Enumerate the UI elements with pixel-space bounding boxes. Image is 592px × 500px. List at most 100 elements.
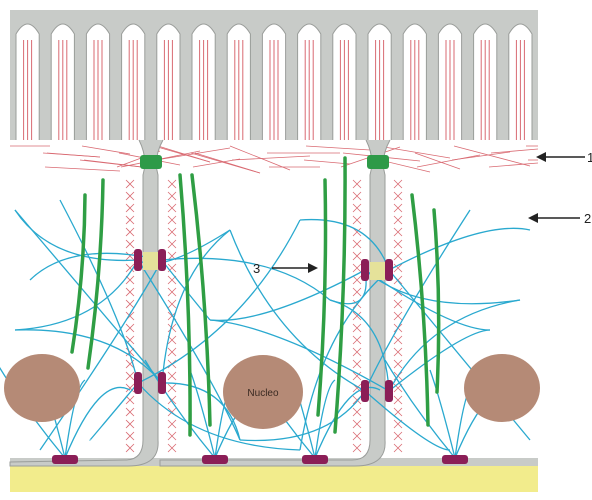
adherens-zone-right (370, 262, 385, 280)
lateral-actin-fiber (353, 264, 361, 272)
lateral-actin-fiber (394, 312, 402, 320)
lateral-actin-fiber (353, 420, 361, 428)
desmosome-left-2a (134, 372, 142, 394)
lateral-actin-fiber (126, 420, 134, 428)
lateral-actin-fiber (353, 276, 361, 284)
lateral-actin-fiber (353, 444, 361, 452)
desmosome-left-2b (158, 372, 166, 394)
lateral-actin-fiber (394, 240, 402, 248)
arrow-3-icon (308, 263, 318, 273)
adherens-zone-left (143, 252, 158, 270)
desmosome-right-1b (385, 259, 393, 281)
lateral-actin-fiber (353, 216, 361, 224)
lateral-actin-fiber (168, 444, 176, 452)
intermediate-filament (162, 230, 230, 383)
lateral-actin-fiber (168, 288, 176, 296)
lateral-actin-fiber (126, 408, 134, 416)
lateral-actin-fiber (168, 192, 176, 200)
lateral-actin-fiber (394, 348, 402, 356)
lateral-actin-fiber (353, 408, 361, 416)
nucleus-label: Nucleo (247, 388, 279, 399)
lateral-actin-fiber (126, 324, 134, 332)
lateral-actin-fiber (353, 180, 361, 188)
lateral-actin-fiber (394, 408, 402, 416)
lateral-actin-fiber (168, 432, 176, 440)
lateral-actin-fiber (353, 336, 361, 344)
label-2: 2 (584, 211, 591, 226)
lateral-actin-fiber (394, 252, 402, 260)
lateral-actin-fiber (394, 192, 402, 200)
lateral-actin-fiber (168, 348, 176, 356)
lateral-actin-fiber (353, 348, 361, 356)
lateral-actin-fiber (394, 180, 402, 188)
tight-junction-left (140, 155, 162, 169)
desmosome-left-1b (158, 249, 166, 271)
lateral-actin-fiber (353, 360, 361, 368)
lateral-membranes (10, 140, 390, 466)
intermediate-filament (315, 380, 335, 458)
lateral-actin-fiber (394, 204, 402, 212)
lateral-actin-fiber (394, 336, 402, 344)
label-1: 1 (587, 150, 592, 165)
lateral-actin-fiber (168, 240, 176, 248)
lateral-actin-fiber (394, 228, 402, 236)
lateral-actin-fiber (168, 264, 176, 272)
lateral-actin-fiber (168, 384, 176, 392)
lateral-actin-fiber (168, 204, 176, 212)
lateral-actin-fiber (394, 444, 402, 452)
microtubule (72, 195, 85, 352)
lateral-actin-fiber (126, 288, 134, 296)
hemidesmosome-4 (442, 455, 468, 464)
nucleus-right (464, 354, 540, 422)
hemidesmosome-3 (302, 455, 328, 464)
label-3: 3 (253, 261, 260, 276)
microtubule (412, 195, 428, 425)
lateral-actin-fiber (353, 252, 361, 260)
lateral-actin-fiber (353, 192, 361, 200)
hemidesmosome-2 (202, 455, 228, 464)
lateral-actin-fiber (126, 216, 134, 224)
lateral-actin-fiber (168, 180, 176, 188)
lateral-actin-fiber (353, 240, 361, 248)
lateral-actin-fiber (126, 240, 134, 248)
lateral-actin-fiber (394, 300, 402, 308)
lateral-actin-fiber (353, 288, 361, 296)
lateral-actin-fiber (394, 360, 402, 368)
desmosome-right-2b (385, 380, 393, 402)
lateral-actin-fiber (126, 396, 134, 404)
intermediate-filament (15, 210, 138, 260)
lateral-actin-fiber (394, 432, 402, 440)
lateral-actin-fiber (126, 180, 134, 188)
lateral-actin-fiber (126, 444, 134, 452)
lateral-actin-fiber (126, 252, 134, 260)
microvilli (10, 10, 538, 180)
lateral-actin-fiber (394, 216, 402, 224)
apical-cytoplasm (10, 140, 538, 180)
lateral-actin-fiber (126, 204, 134, 212)
lateral-actin-fiber (394, 396, 402, 404)
desmosome-right-1a (361, 259, 369, 281)
desmosome-left-1a (134, 249, 142, 271)
intermediate-filament (389, 228, 530, 270)
hemidesmosome-1 (52, 455, 78, 464)
lateral-actin-fiber (126, 384, 134, 392)
microtubule (180, 175, 190, 435)
lateral-actin-fiber (353, 432, 361, 440)
lateral-actin-fiber (126, 432, 134, 440)
lateral-actin-fiber (353, 324, 361, 332)
lateral-actin-fiber (353, 204, 361, 212)
microtubule (318, 180, 326, 415)
lateral-actin-fiber (168, 420, 176, 428)
lateral-actin-fiber (126, 300, 134, 308)
desmosome-right-2a (361, 380, 369, 402)
lateral-actin-fiber (168, 372, 176, 380)
lateral-actin-fiber (168, 228, 176, 236)
tight-junction-right (367, 155, 389, 169)
lateral-actin-fiber (126, 372, 134, 380)
lateral-actin-fiber (168, 216, 176, 224)
lateral-actin-fiber (126, 192, 134, 200)
nucleus-left (4, 354, 80, 422)
arrow-2-icon (528, 213, 538, 223)
lateral-actin-fiber (126, 228, 134, 236)
